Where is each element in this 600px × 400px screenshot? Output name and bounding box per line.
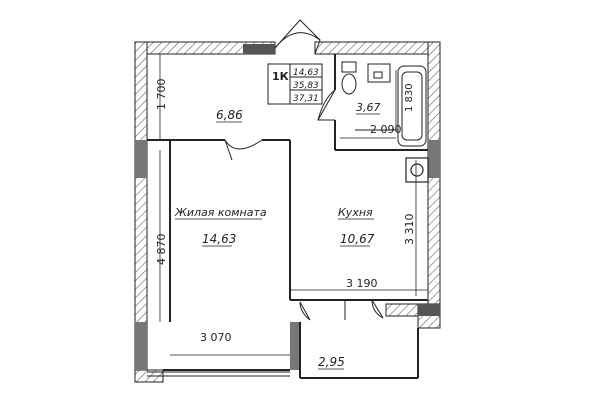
kitchen-area: 10,67 [340, 232, 375, 246]
structural-columns [135, 44, 440, 370]
living-room-name: Жилая комната [174, 206, 267, 219]
dim-kitchen-width: 3 190 [346, 277, 378, 290]
doors [224, 19, 384, 321]
kitchen-name: Кухня [338, 206, 373, 219]
dim-kitchen-height: 3 310 [403, 214, 416, 246]
dim-bath-height: 1 830 [404, 83, 415, 112]
dim-hall-height: 1 700 [155, 79, 168, 111]
unit-area-living: 14,63 [293, 68, 319, 78]
dim-bath-width: 2 090 [370, 123, 402, 136]
unit-area-gross: 37,31 [293, 94, 319, 104]
dim-living-width: 3 070 [200, 331, 232, 344]
unit-badge: 1К 14,63 35,83 37,31 [267, 63, 323, 105]
interior-walls [147, 54, 428, 379]
unit-area-total: 35,83 [293, 81, 319, 91]
bathroom-fixtures [341, 61, 427, 147]
living-room-area: 14,63 [202, 232, 236, 246]
window-lines [147, 371, 290, 377]
balcony-area: 2,95 [318, 355, 345, 369]
stove-icon [405, 157, 429, 183]
dimension-lines [159, 54, 428, 356]
dim-living-height: 4 870 [155, 234, 168, 266]
unit-type: 1К [272, 70, 289, 83]
bathroom-area: 3,67 [356, 101, 381, 114]
hall-area: 6,86 [216, 108, 243, 122]
